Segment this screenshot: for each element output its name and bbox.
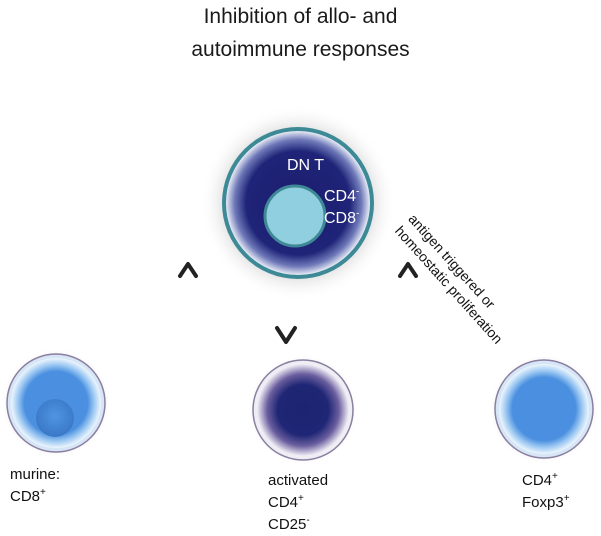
dnt-cd8-sup: - — [356, 208, 360, 220]
treg-cell-label: CD4+ Foxp3+ — [522, 470, 570, 514]
cd4-text: CD4 — [268, 494, 299, 511]
treg-cell-body — [499, 364, 589, 454]
dnt-cd4-text: CD4 — [324, 188, 357, 205]
cd25-sup: - — [306, 515, 310, 526]
title-line-1: Inhibition of allo- and — [203, 5, 398, 28]
dnt-cd4-sup: - — [356, 186, 360, 198]
treg-label-line-2: Foxp3+ — [522, 492, 570, 514]
treg-cd4-text: CD4 — [522, 472, 553, 489]
dnt-cd4-label: CD4- — [324, 186, 359, 207]
cd8-sup: + — [40, 487, 46, 498]
cd8-cell-nucleus — [36, 399, 74, 437]
treg-cd4-sup: + — [552, 471, 558, 482]
activated-cd4-cell-label: activated CD4+ CD25- — [268, 470, 328, 536]
cd8-cell — [1, 348, 111, 458]
cd8-cell-label-line-2: CD8+ — [10, 486, 60, 508]
diagram-title: Inhibition of allo- and autoimmune respo… — [0, 0, 601, 66]
dnt-cell — [200, 105, 396, 301]
activated-cd4-cell — [248, 355, 358, 465]
dnt-name-label: DN T — [287, 157, 325, 174]
cd8-cell-label-line-1: murine: — [10, 466, 61, 483]
treg-cell — [489, 354, 599, 464]
dnt-cd8-text: CD8 — [324, 210, 357, 227]
cd4-sup: + — [298, 493, 304, 504]
cd8-cell-label: murine: CD8+ — [10, 464, 60, 508]
arrowhead-right — [398, 262, 418, 278]
cd8-text: CD8 — [10, 488, 41, 505]
activated-label-line-1: activated — [268, 472, 329, 489]
arrowhead-left — [178, 262, 198, 278]
treg-label-line-1: CD4+ — [522, 470, 570, 492]
foxp3-sup: + — [563, 493, 570, 504]
activated-label-line-3: CD25- — [268, 514, 328, 536]
activated-label-line-2: CD4+ — [268, 492, 328, 514]
title-line-2: autoimmune responses — [191, 38, 410, 61]
dnt-nucleus — [263, 184, 327, 248]
cd25-text: CD25 — [268, 516, 307, 533]
arrowhead-down — [275, 326, 297, 344]
foxp3-text: Foxp3 — [522, 494, 564, 511]
activated-cd4-cell-body — [257, 364, 349, 456]
dnt-cd8-label: CD8- — [324, 208, 359, 229]
